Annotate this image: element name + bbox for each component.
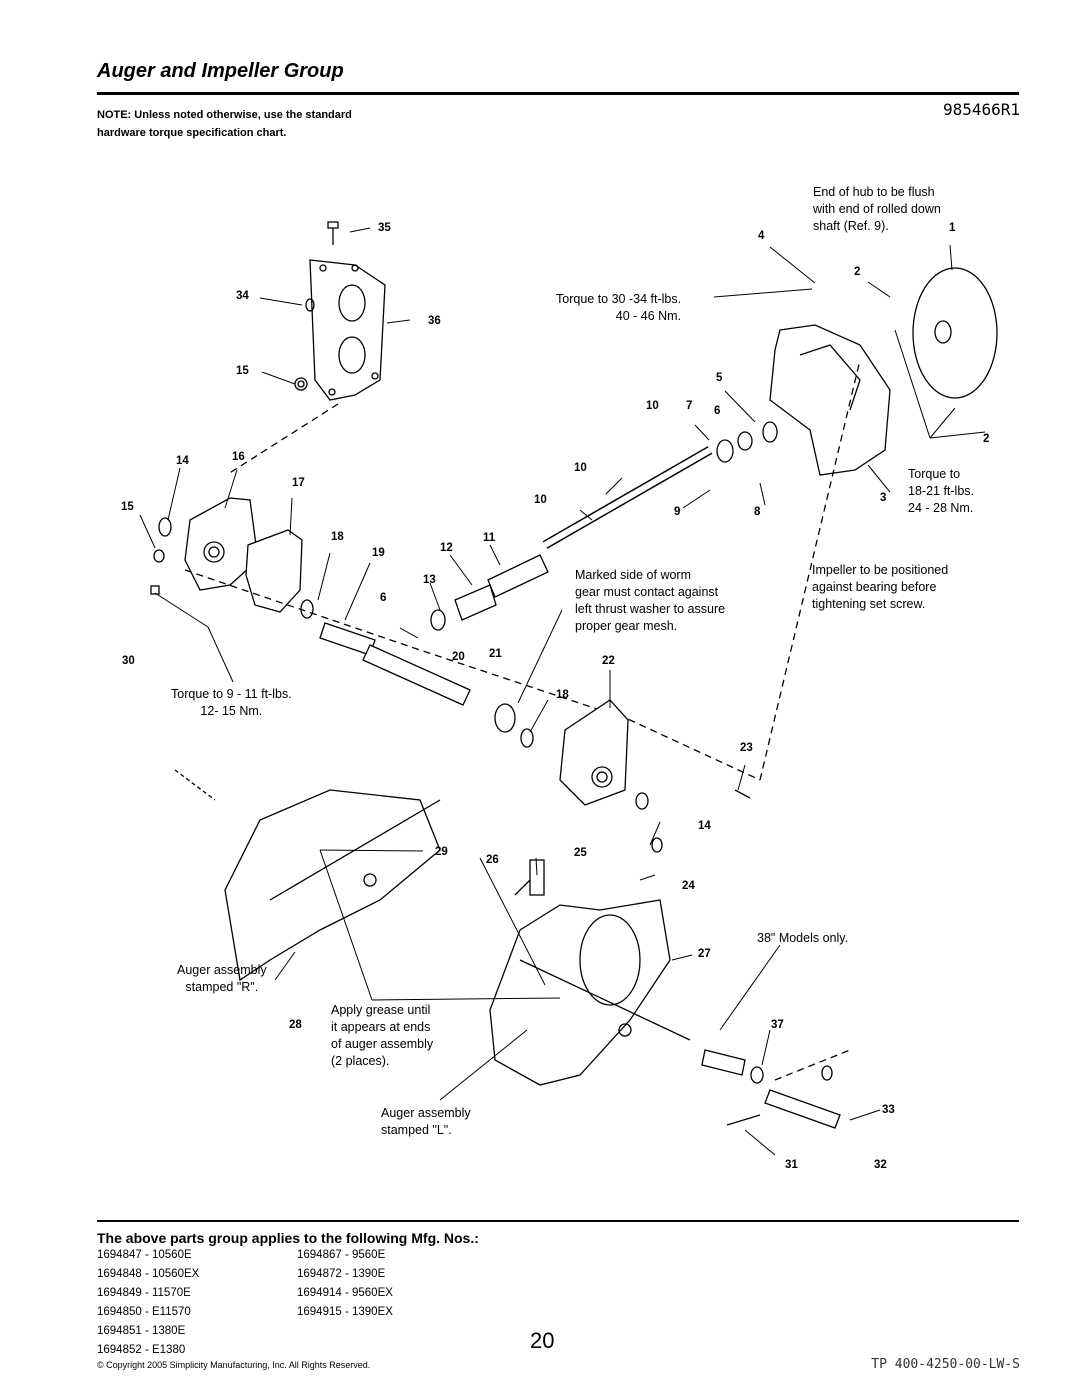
callout-15: 15: [236, 365, 249, 377]
callout-31: 31: [785, 1159, 798, 1171]
callout-13: 13: [423, 574, 436, 586]
annotation-38-models: 38" Models only.: [757, 931, 849, 945]
callout-29: 29: [435, 846, 448, 858]
bolt-part: [327, 221, 339, 245]
auger-right-part: [174, 769, 441, 982]
shaft-part: [319, 446, 713, 706]
callout-2b: 2: [983, 433, 990, 445]
annotation-grease: Apply grease until it appears at ends of…: [331, 1003, 434, 1068]
callout-2: 2: [854, 266, 861, 278]
callout-34: 34: [236, 290, 249, 302]
axle-part: [701, 1049, 851, 1129]
impeller-housing-part: [769, 324, 891, 476]
callout-3: 3: [880, 492, 887, 504]
callout-33: 33: [882, 1104, 895, 1116]
worm-gear-part: [430, 584, 534, 748]
mfg-number: 1694847 - 10560E: [97, 1249, 192, 1261]
annotation-torque-left: Torque to 9 - 11 ft-lbs. 12- 15 Nm.: [171, 687, 292, 718]
callout-21: 21: [489, 648, 502, 660]
callout-36: 36: [428, 315, 441, 327]
callout-19: 19: [372, 547, 385, 559]
callout-37: 37: [771, 1019, 784, 1031]
callout-8: 8: [754, 506, 761, 518]
housing-part: [184, 497, 259, 591]
annotation-torque-top: Torque to 30 -34 ft-lbs. 40 - 46 Nm.: [556, 292, 682, 323]
page-title: Auger and Impeller Group: [97, 60, 344, 82]
page-number: 20: [530, 1328, 555, 1353]
washer-part: [305, 298, 315, 312]
title-rule: [97, 92, 1019, 95]
callout-24: 24: [682, 880, 695, 892]
callout-25: 25: [574, 847, 587, 859]
gasket-part: [245, 529, 303, 613]
callout-27: 27: [698, 948, 711, 960]
document-code: TP 400-4250-00-LW-S: [871, 1357, 1020, 1372]
callout-20: 20: [452, 651, 465, 663]
mfg-number: 1694850 - E11570: [97, 1306, 191, 1318]
callout-15b: 15: [121, 501, 134, 513]
nut-part: [294, 377, 308, 391]
callout-26: 26: [486, 854, 499, 866]
callout-22: 22: [602, 655, 615, 667]
nut-part: [150, 549, 165, 595]
washer-part: [716, 421, 778, 463]
callout-6: 6: [380, 592, 387, 604]
mfg-number: 1694872 - 1390E: [297, 1268, 386, 1280]
callout-10b: 10: [574, 462, 587, 474]
callout-14: 14: [176, 455, 189, 467]
callout-32: 32: [874, 1159, 887, 1171]
callout-14b: 14: [698, 820, 711, 832]
callout-11: 11: [483, 532, 496, 544]
mfg-number: 1694849 - 11570E: [97, 1287, 191, 1299]
callout-9: 9: [674, 506, 681, 518]
mfg-number: 1694914 - 9560EX: [297, 1287, 393, 1299]
applies-heading: The above parts group applies to the fol…: [97, 1230, 479, 1246]
callout-18: 18: [331, 531, 344, 543]
callout-28: 28: [289, 1019, 302, 1031]
applies-rule: [97, 1220, 1019, 1222]
callout-23: 23: [740, 742, 753, 754]
annotation-torque-right: Torque to 18-21 ft-lbs. 24 - 28 Nm.: [908, 467, 975, 515]
mfg-number: 1694851 - 1380E: [97, 1325, 186, 1337]
mfg-number: 1694915 - 1390EX: [297, 1306, 393, 1318]
callout-5: 5: [716, 372, 723, 384]
callout-12: 12: [440, 542, 453, 554]
callout-6b: 6: [714, 405, 721, 417]
leader-lines: [139, 227, 986, 1156]
callout-4: 4: [758, 230, 765, 242]
mfg-number: 1694852 - E1380: [97, 1344, 186, 1356]
bracket-part: [309, 259, 386, 401]
callout-17: 17: [292, 477, 305, 489]
annotation-auger-r: Auger assembly stamped "R".: [177, 963, 267, 994]
annotation-worm-gear: Marked side of worm gear must contact ag…: [575, 568, 726, 633]
callout-1: 1: [949, 222, 956, 234]
callout-18b: 18: [556, 689, 569, 701]
bolt-part: [635, 789, 751, 853]
callout-10: 10: [646, 400, 659, 412]
mfg-number: 1694848 - 10560EX: [97, 1268, 200, 1280]
pulley-part: [912, 267, 998, 399]
callout-35: 35: [378, 222, 391, 234]
gearbox-part: [559, 699, 629, 806]
annotation-impeller-position: Impeller to be positioned against bearin…: [812, 563, 949, 611]
callout-7: 7: [686, 400, 693, 412]
annotation-hub-flush: End of hub to be flush with end of rolle…: [813, 185, 941, 233]
callout-30: 30: [122, 655, 135, 667]
mfg-number: 1694867 - 9560E: [297, 1249, 386, 1261]
torque-note: NOTE: Unless noted otherwise, use the st…: [97, 109, 352, 139]
callout-16: 16: [232, 451, 245, 463]
exploded-parts-diagram: [139, 221, 998, 1156]
shear-pin-part: [514, 859, 545, 896]
diagram-id: 985466R1: [942, 100, 1020, 119]
copyright: © Copyright 2005 Simplicity Manufacturin…: [97, 1360, 371, 1370]
annotation-auger-l: Auger assembly stamped "L".: [381, 1106, 471, 1137]
callout-10c: 10: [534, 494, 547, 506]
auger-left-part: [489, 899, 691, 1086]
